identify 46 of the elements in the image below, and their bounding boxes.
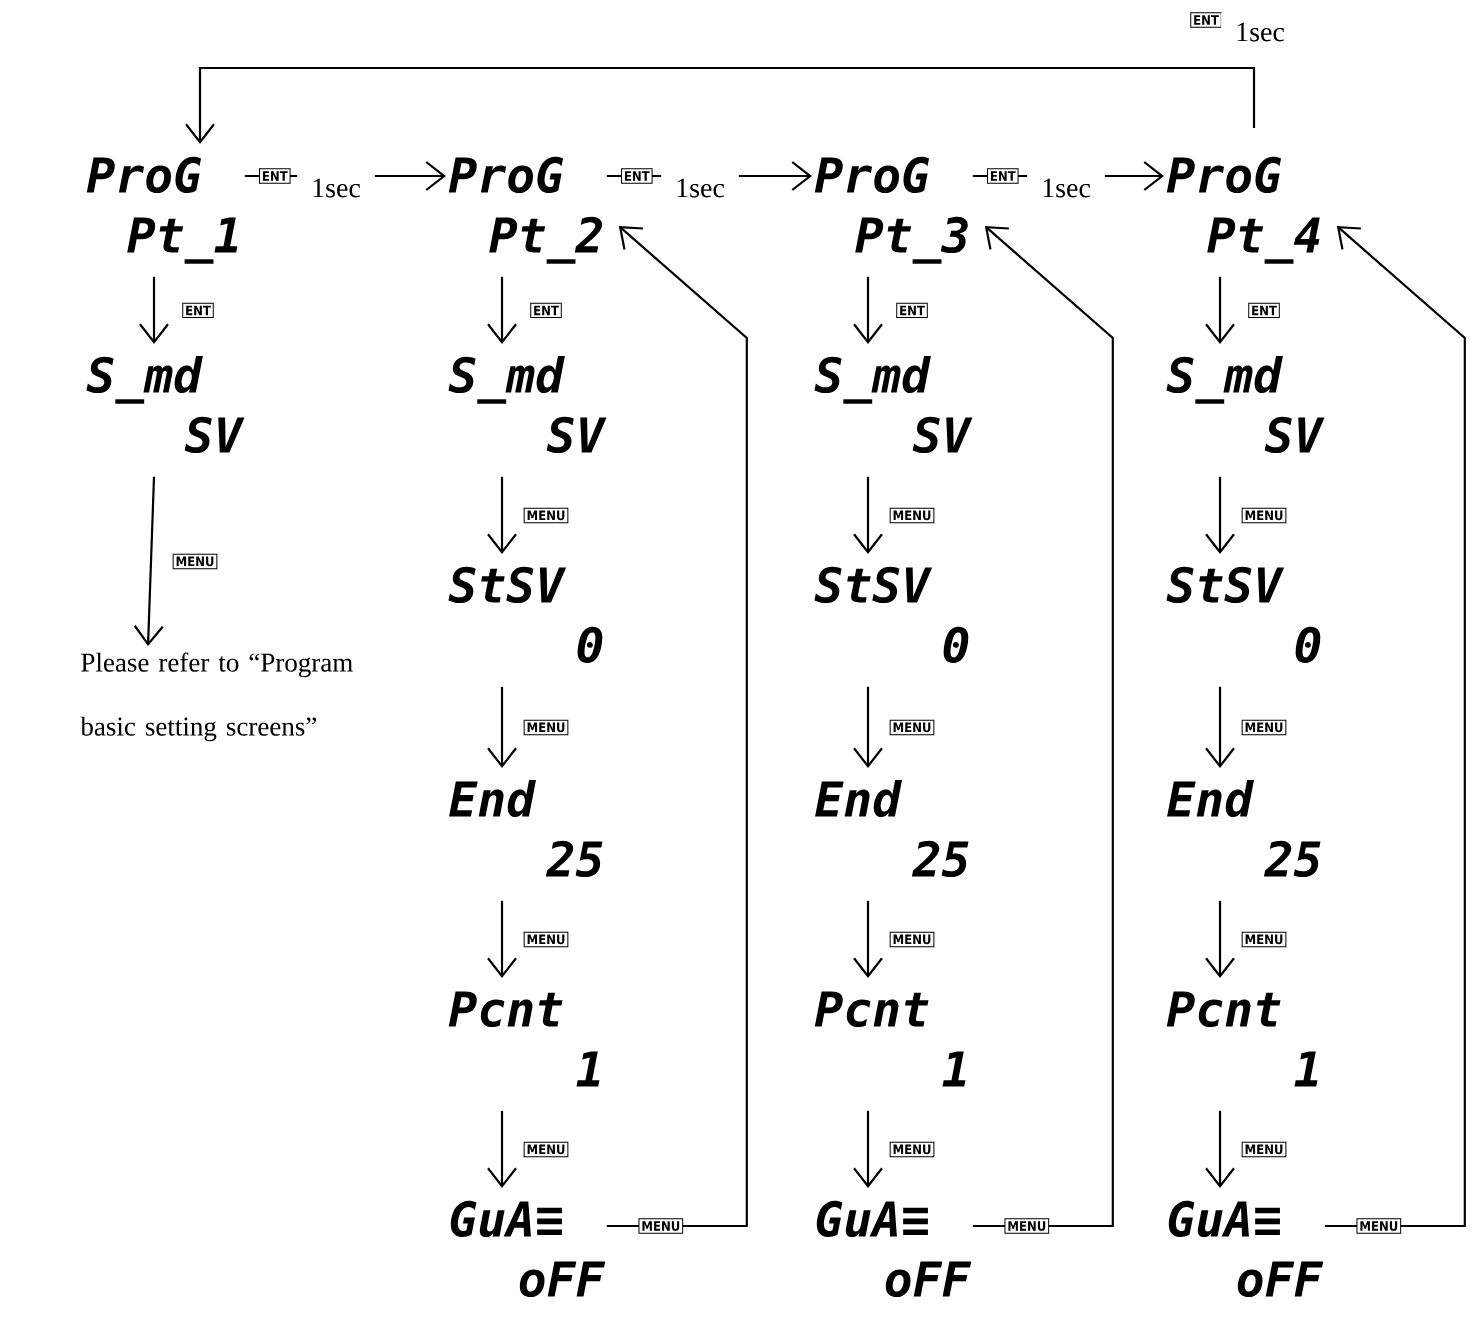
arrow (606, 226, 748, 1228)
arrow (487, 276, 517, 344)
arrow (487, 686, 517, 768)
display-screen: S_md SV (814, 355, 973, 454)
display-screen: StSV 0 (814, 566, 969, 664)
display-screen: ProG Pt_2 (448, 156, 603, 264)
arrow (1205, 276, 1235, 344)
display-screen: Pcnt 1 (814, 991, 966, 1087)
arrow (972, 226, 1114, 1228)
arrow (1324, 226, 1466, 1228)
arrow (853, 1110, 883, 1189)
arrow (1205, 476, 1235, 554)
display-screen: S_md SV (86, 355, 245, 454)
duration-label: 1sec (297, 168, 375, 208)
display-screen: ProG Pt_4 (1166, 156, 1320, 264)
display-screen: ProG Pt_1 (86, 156, 238, 264)
arrow (487, 900, 517, 978)
duration-label: 1sec (1221, 12, 1299, 52)
display-screen: ProG Pt_3 (814, 156, 968, 264)
arrow (487, 1110, 517, 1189)
display-screen: GuA≡ oFF (450, 1200, 606, 1298)
display-screen: Pcnt 1 (448, 991, 600, 1087)
arrow (133, 476, 164, 646)
display-screen: GuA≡ oFF (816, 1200, 972, 1298)
arrow (1205, 1110, 1235, 1189)
display-screen: StSV 0 (448, 566, 603, 664)
arrow (853, 276, 883, 344)
display-screen: End 25 (815, 779, 969, 878)
arrow (487, 476, 517, 554)
display-screen: GuA≡ oFF (1168, 1200, 1324, 1298)
display-screen: End 25 (449, 779, 603, 878)
display-screen: Pcnt 1 (1166, 991, 1318, 1087)
arrow (853, 476, 883, 554)
arrow (1205, 686, 1235, 768)
arrow (1205, 900, 1235, 978)
display-screen: S_md SV (1166, 355, 1325, 454)
arrow (139, 276, 169, 344)
duration-label: 1sec (1027, 168, 1105, 208)
arrow (853, 686, 883, 768)
note-text: Please refer to “Program basic setting screens” (80, 652, 353, 742)
display-screen: S_md SV (448, 355, 607, 454)
display-screen: StSV 0 (1166, 566, 1321, 664)
arrow (185, 66, 1256, 144)
display-screen: End 25 (1167, 779, 1321, 878)
duration-label: 1sec (661, 168, 739, 208)
arrow (853, 900, 883, 978)
